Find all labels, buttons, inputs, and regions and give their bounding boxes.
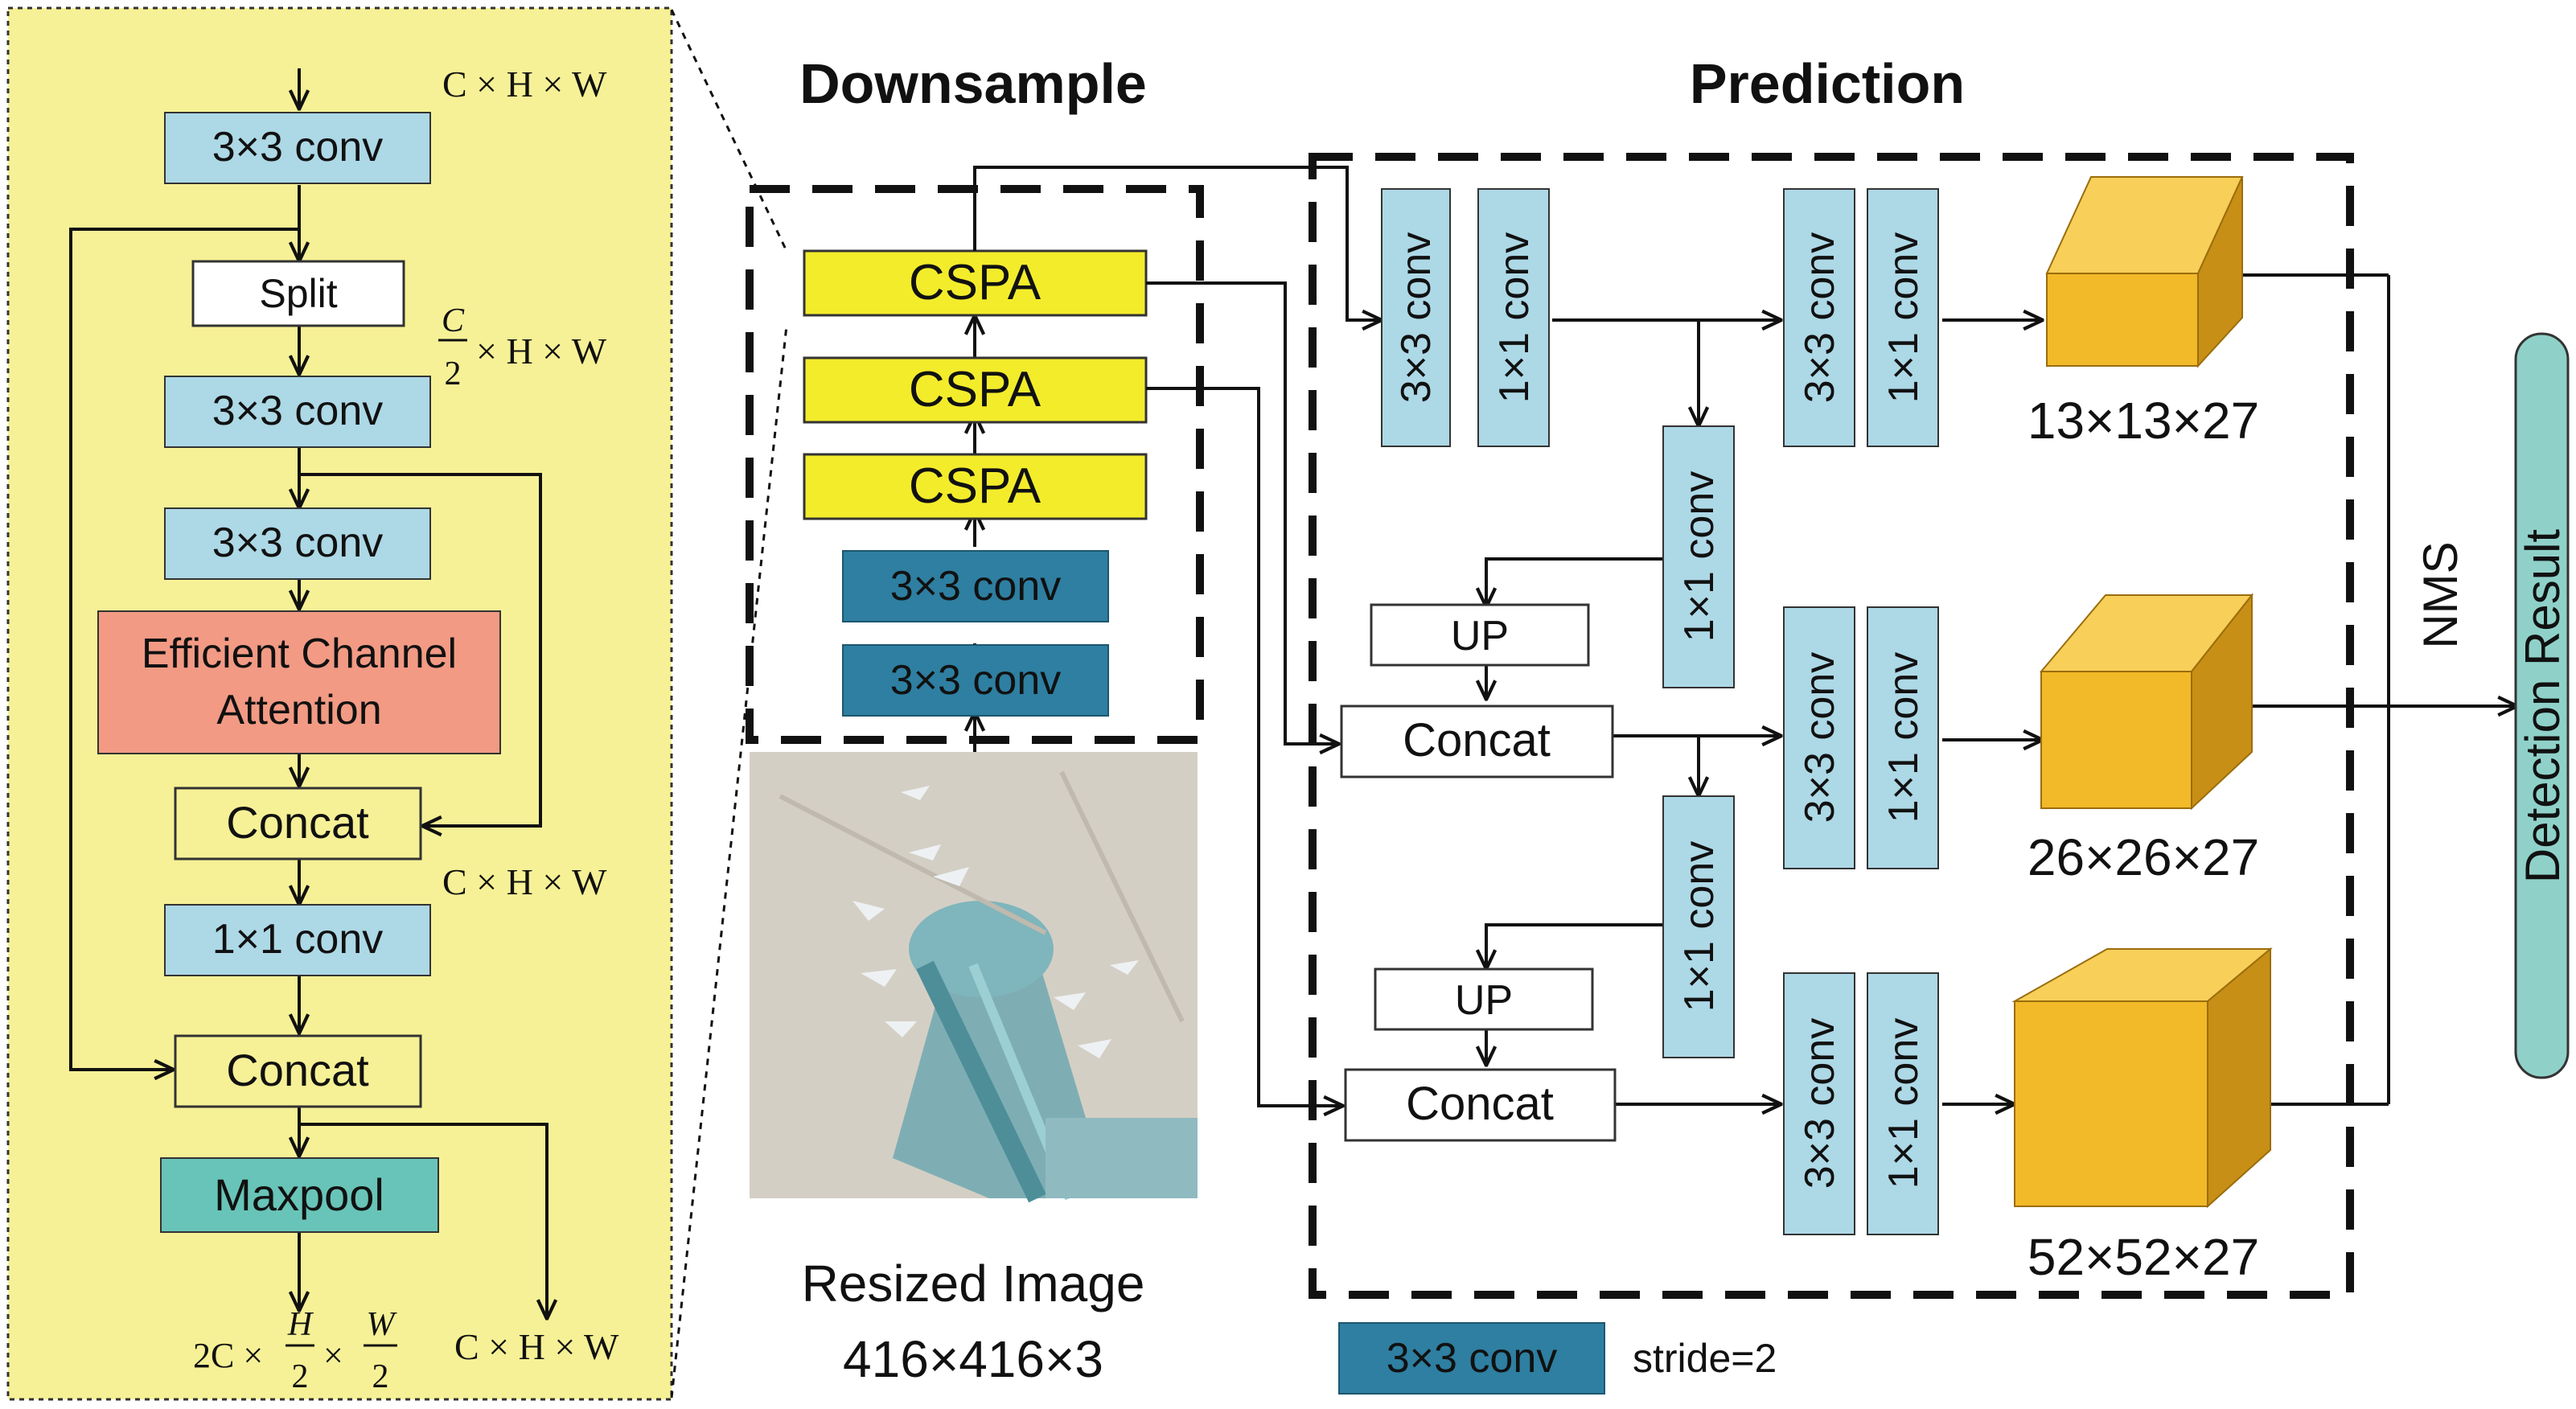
r2-conv3-label: 3×3 conv <box>1797 652 1843 824</box>
panel-dim-bottom-left-h-den: 2 <box>292 1358 309 1395</box>
downsample-conv-a-box <box>842 550 1109 622</box>
concat-bottom-label: Concat <box>1406 1078 1554 1130</box>
panel-dim-bottom-right: C × H × W <box>454 1326 619 1367</box>
panel-conv1-box <box>164 112 431 184</box>
panel-conv1-label: 3×3 conv <box>212 124 384 170</box>
output-cube-52 <box>2011 947 2273 1209</box>
r1-conv3-label: 3×3 conv <box>1393 232 1440 404</box>
panel-maxpool-box <box>160 1157 439 1233</box>
nms-label: NMS <box>2414 541 2467 648</box>
zoom-line-top <box>670 9 788 252</box>
panel-eca-label-line2: Attention <box>216 687 381 733</box>
side2-conv-box <box>1662 795 1735 1058</box>
panel-maxpool-label: Maxpool <box>214 1169 384 1220</box>
cspa-box-3 <box>803 453 1148 520</box>
r3-conv1-box <box>1867 972 1939 1235</box>
up1-box <box>1370 603 1590 667</box>
panel-conv3-label: 3×3 conv <box>212 520 384 566</box>
image-label-line2: 416×416×3 <box>843 1330 1103 1388</box>
panel-dim-bottom-left-w-den: 2 <box>372 1358 389 1395</box>
up2-label: UP <box>1455 977 1513 1024</box>
r2-conv1-box <box>1867 606 1939 869</box>
image-label-line1: Resized Image <box>802 1255 1145 1312</box>
panel-conv3-box <box>164 507 431 580</box>
r2-conv1-label: 1×1 conv <box>1880 652 1927 824</box>
r1-conv3b-label: 3×3 conv <box>1797 232 1843 404</box>
title-prediction: Prediction <box>1690 52 1965 115</box>
concat-mid-label: Concat <box>1403 714 1551 766</box>
cspa-label-1: CSPA <box>909 255 1041 310</box>
prediction-connectors <box>973 166 2517 1106</box>
panel-dim-split-num: C <box>442 302 465 339</box>
prediction-region <box>1309 153 2354 1299</box>
panel-connectors <box>69 68 547 1319</box>
side1-conv-label: 1×1 conv <box>1676 471 1723 643</box>
side2-conv-label: 1×1 conv <box>1676 841 1723 1013</box>
output-label-13: 13×13×27 <box>2028 392 2259 450</box>
panel-conv1x1-box <box>164 904 431 976</box>
r1-conv1-label: 1×1 conv <box>1491 232 1538 404</box>
panel-dim-bottom-left-h-num: H <box>287 1306 314 1343</box>
r3-conv1-label: 1×1 conv <box>1880 1018 1927 1189</box>
panel-split-box <box>191 260 405 327</box>
downsample-conv-b-label: 3×3 conv <box>890 657 1062 704</box>
up2-box <box>1374 967 1594 1031</box>
cspa-label-3: CSPA <box>909 458 1041 514</box>
panel-concat2-box <box>174 1034 422 1108</box>
panel-conv1x1-label: 1×1 conv <box>212 916 384 963</box>
r3-conv3-box <box>1783 972 1855 1235</box>
legend-conv-label: 3×3 conv <box>1387 1335 1558 1382</box>
output-label-52: 52×52×27 <box>2028 1228 2259 1286</box>
panel-dim-top: C × H × W <box>442 64 607 105</box>
panel-split-label: Split <box>259 271 337 316</box>
r2-conv3-box <box>1783 606 1855 869</box>
panel-dim-bottom-left-pre: 2C × <box>193 1336 263 1375</box>
resized-image <box>750 752 1198 1203</box>
output-cube-13 <box>2045 176 2244 368</box>
panel-dim-bottom-left-mid: × <box>323 1336 343 1375</box>
r1-conv3-box <box>1381 188 1451 447</box>
cspa-label-2: CSPA <box>909 362 1041 417</box>
side1-conv-box <box>1662 425 1735 688</box>
panel-eca-label-line1: Efficient Channel <box>142 631 457 677</box>
detection-result-label: Detection Result <box>2516 529 2570 884</box>
concat-bottom-box <box>1344 1068 1617 1142</box>
downsample-conv-b-box <box>842 644 1109 717</box>
cspa-box-2 <box>803 356 1148 424</box>
panel-dim-split-rest: × H × W <box>476 331 607 372</box>
title-downsample: Downsample <box>799 52 1147 115</box>
panel-concat2-label: Concat <box>226 1045 369 1095</box>
concat-mid-box <box>1340 704 1614 778</box>
detection-result-pill <box>2514 332 2570 1079</box>
r1-conv1-box <box>1477 188 1550 447</box>
r1-conv1b-box <box>1867 188 1939 447</box>
legend-stride-label: stride=2 <box>1633 1336 1777 1381</box>
downsample-conv-a-label: 3×3 conv <box>890 563 1062 610</box>
up1-label: UP <box>1451 613 1509 659</box>
panel-concat1-label: Concat <box>226 797 369 848</box>
panel-conv2-label: 3×3 conv <box>212 388 384 434</box>
r3-conv3-label: 3×3 conv <box>1797 1018 1843 1189</box>
legend-conv-box <box>1338 1322 1605 1395</box>
panel-dim-split-den: 2 <box>445 355 462 392</box>
panel-dim-bottom-left-w-num: W <box>367 1306 398 1343</box>
panel-dim-mid: C × H × W <box>442 861 607 902</box>
r1-conv3b-box <box>1783 188 1855 447</box>
panel-concat1-box <box>174 787 422 861</box>
panel-conv2-box <box>164 376 431 448</box>
r1-conv1b-label: 1×1 conv <box>1880 232 1927 404</box>
panel-eca-box <box>97 610 501 754</box>
output-label-26: 26×26×27 <box>2028 828 2259 886</box>
output-cube-26 <box>2039 593 2254 811</box>
